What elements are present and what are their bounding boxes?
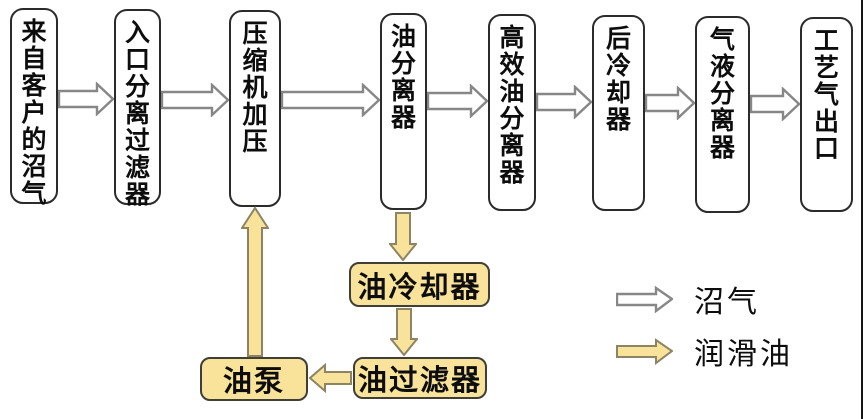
legend-lube-oil-label: 润滑油 bbox=[694, 338, 793, 371]
stage-box-oil-separator: 油分离器 bbox=[380, 13, 427, 210]
gas-flow-arrow bbox=[645, 86, 695, 120]
stage-label: 工艺气出口 bbox=[814, 28, 840, 163]
gas-flow-arrow bbox=[161, 83, 229, 117]
oil-flow-arrow-pump-to-compressor bbox=[241, 206, 269, 357]
stage-box-compressor-pressurize: 压缩机加压 bbox=[229, 10, 281, 207]
stage-box-high-efficiency-oil-separator: 高效油分离器 bbox=[488, 14, 536, 211]
gas-flow-arrow bbox=[281, 83, 380, 117]
right-border-line bbox=[861, 0, 863, 419]
oil-filter-label: 油过滤器 bbox=[357, 365, 482, 397]
gas-flow-arrow bbox=[536, 85, 592, 119]
stage-label: 来自客户的沼气 bbox=[21, 19, 47, 208]
stage-box-process-gas-outlet: 工艺气出口 bbox=[800, 17, 853, 212]
stage-label: 压缩机加压 bbox=[242, 21, 268, 156]
stage-box-inlet-separation-filter: 入口分离过滤器 bbox=[114, 9, 161, 209]
oil-cooler-label: 油冷却器 bbox=[357, 271, 482, 304]
oil-pump-label: 油泵 bbox=[222, 366, 285, 398]
stage-box-aftercooler: 后冷却器 bbox=[592, 15, 645, 211]
stage-label: 高效油分离器 bbox=[499, 25, 525, 187]
stage-label: 入口分离过滤器 bbox=[125, 20, 151, 209]
oil-flow-arrow-filter-to-pump bbox=[309, 363, 352, 393]
stage-box-gas-liquid-separator: 气液分离器 bbox=[695, 16, 750, 213]
oil-flow-arrow-cooler-to-filter bbox=[390, 308, 418, 356]
stage-box-customer-biogas: 来自客户的沼气 bbox=[10, 8, 58, 208]
legend-item-biogas: 沼气 bbox=[616, 277, 760, 321]
stage-label: 后冷却器 bbox=[606, 26, 632, 134]
legend-item-lube-oil: 润滑油 bbox=[616, 329, 793, 373]
gas-flow-arrow bbox=[427, 84, 488, 118]
gas-flow-arrow bbox=[750, 87, 800, 121]
legend-biogas-label: 沼气 bbox=[694, 286, 760, 319]
stage-label: 气液分离器 bbox=[710, 27, 736, 162]
oil-pump-box: 油泵 bbox=[200, 357, 308, 401]
biogas-arrow-icon bbox=[616, 285, 673, 313]
lube-oil-arrow-icon bbox=[616, 337, 673, 365]
oil-filter-box: 油过滤器 bbox=[353, 357, 487, 399]
oil-flow-arrow-separator-to-cooler bbox=[389, 212, 417, 261]
stage-label: 油分离器 bbox=[391, 24, 417, 132]
gas-flow-arrow bbox=[58, 82, 114, 116]
oil-cooler-box: 油冷却器 bbox=[349, 262, 490, 307]
